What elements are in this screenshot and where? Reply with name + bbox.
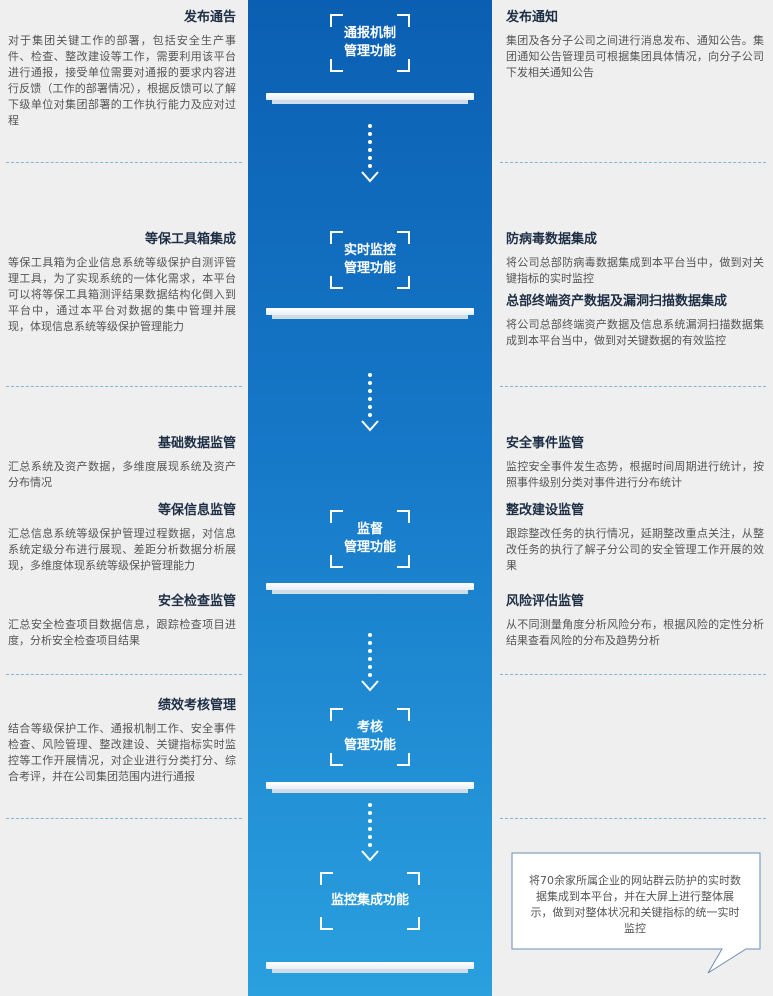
section-title: 基础数据监管 xyxy=(157,436,236,451)
section-title: 安全事件监管 xyxy=(506,436,585,451)
flow-arrow-down-icon xyxy=(356,633,384,697)
flow-arrow-down-icon xyxy=(356,373,384,437)
platform-bar xyxy=(266,93,474,107)
platform-bar xyxy=(266,308,474,322)
section-desc: 将公司总部防病毒数据集成到本平台当中，做到对关键指标的实时监控 xyxy=(506,256,764,285)
section-desc: 监控安全事件发生态势，根据时间周期进行统计，按照事件级别分类对事件进行分布统计 xyxy=(506,460,764,489)
section-title: 发布通告 xyxy=(183,10,236,25)
right-section-risk: 风险评估监管 从不同测量角度分析风险分布，根据风险的定性分析结果查看风险的分布及… xyxy=(506,593,764,649)
section-desc: 汇总安全检查项目数据信息，跟踪检查项目进度，分析安全检查项目结果 xyxy=(8,618,236,647)
hub-label-line2: 管理功能 xyxy=(343,738,396,753)
platform-bar xyxy=(266,583,474,597)
hub-label-line1: 监控集成功能 xyxy=(330,893,409,908)
section-desc: 跟踪整改任务的执行情况，延期整改重点关注，从整改任务的执行了解子分公司的安全管理… xyxy=(506,527,764,572)
hub-label-line2: 管理功能 xyxy=(343,44,396,59)
flow-arrow-down-icon xyxy=(356,124,384,188)
section-title: 总部终端资产数据及漏洞扫描数据集成 xyxy=(506,294,728,309)
callout-text: 将70余家所属企业的网站群云防护的实时数据集成到本平台，并在大屏上进行整体展示，… xyxy=(529,874,741,935)
hub-label-line2: 管理功能 xyxy=(343,540,396,555)
section-desc: 从不同测量角度分析风险分布，根据风险的定性分析结果查看风险的分布及趋势分析 xyxy=(506,618,764,647)
section-desc: 集团及各分子公司之间进行消息发布、通知公告。集团通知公告管理员可根据集团具体情况… xyxy=(506,34,764,79)
right-column-background xyxy=(492,0,773,996)
section-desc: 汇总系统及资产数据，多维度展现系统及资产分布情况 xyxy=(8,460,236,489)
section-title: 风险评估监管 xyxy=(506,594,585,609)
left-section-performance: 绩效考核管理 结合等级保护工作、通报机制工作、安全事件检查、风险管理、整改建设、… xyxy=(8,697,236,785)
right-section-antivirus: 防病毒数据集成 将公司总部防病毒数据集成到本平台当中，做到对关键指标的实时监控 xyxy=(506,231,764,287)
separator-line xyxy=(500,386,766,387)
section-title: 发布通知 xyxy=(506,10,559,25)
section-title: 安全检查监管 xyxy=(157,594,236,609)
right-section-rectification: 整改建设监管 跟踪整改任务的执行情况，延期整改重点关注，从整改任务的执行了解子分… xyxy=(506,502,764,574)
section-title: 等保工具箱集成 xyxy=(144,232,236,247)
separator-line xyxy=(6,162,242,163)
callout-box: 将70余家所属企业的网站群云防护的实时数据集成到本平台，并在大屏上进行整体展示，… xyxy=(508,851,762,975)
separator-line xyxy=(500,674,766,675)
platform-bar xyxy=(266,782,474,796)
section-title: 整改建设监管 xyxy=(506,503,585,518)
separator-line xyxy=(6,818,242,819)
section-desc: 结合等级保护工作、通报机制工作、安全事件检查、风险管理、整改建设、关键指标实时监… xyxy=(8,722,236,783)
separator-line xyxy=(6,386,242,387)
separator-line xyxy=(500,818,766,819)
left-section-grade-info: 等保信息监管 汇总信息系统等级保护管理过程数据，对信息系统定级分布进行展现、差距… xyxy=(8,502,236,574)
left-column-background xyxy=(0,0,248,996)
hub-label-line2: 管理功能 xyxy=(343,261,396,276)
left-section-security-check: 安全检查监管 汇总安全检查项目数据信息，跟踪检查项目进度，分析安全检查项目结果 xyxy=(8,593,236,649)
section-title: 等保信息监管 xyxy=(157,503,236,518)
section-desc: 等保工具箱为企业信息系统等级保护自测评管理工具，为了实现系统的一体化需求，本平台… xyxy=(8,256,236,333)
section-desc: 对于集团关键工作的部署，包括安全生产事件、检查、整改建设等工作，需要利用该平台进… xyxy=(8,34,236,127)
hub-monitoring-integration: 监控集成功能 xyxy=(320,872,420,930)
hub-label-line1: 监督 xyxy=(356,522,383,537)
left-section-basic-data: 基础数据监管 汇总系统及资产数据，多维度展现系统及资产分布情况 xyxy=(8,435,236,491)
hub-assessment: 考核管理功能 xyxy=(330,708,410,766)
separator-line xyxy=(500,162,766,163)
separator-line xyxy=(6,674,242,675)
right-section-notice: 发布通知 集团及各分子公司之间进行消息发布、通知公告。集团通知公告管理员可根据集… xyxy=(506,9,764,81)
section-desc: 将公司总部终端资产数据及信息系统漏洞扫描数据集成到本平台当中，做到对关键数据的有… xyxy=(506,318,764,347)
right-section-security-events: 安全事件监管 监控安全事件发生态势，根据时间周期进行统计，按照事件级别分类对事件… xyxy=(506,435,764,491)
hub-label-line1: 实时监控 xyxy=(343,243,396,258)
hub-label-line1: 考核 xyxy=(356,720,383,735)
left-section-announcement: 发布通告 对于集团关键工作的部署，包括安全生产事件、检查、整改建设等工作，需要利… xyxy=(8,9,236,129)
section-desc: 汇总信息系统等级保护管理过程数据，对信息系统定级分布进行展现、差距分析数据分析展… xyxy=(8,527,236,572)
left-section-toolbox: 等保工具箱集成 等保工具箱为企业信息系统等级保护自测评管理工具，为了实现系统的一… xyxy=(8,231,236,335)
hub-notification-mechanism: 通报机制管理功能 xyxy=(330,14,410,72)
section-title: 绩效考核管理 xyxy=(157,698,236,713)
platform-bar xyxy=(266,962,474,976)
right-section-terminal-assets: 总部终端资产数据及漏洞扫描数据集成 将公司总部终端资产数据及信息系统漏洞扫描数据… xyxy=(506,293,764,349)
section-title: 防病毒数据集成 xyxy=(506,232,598,247)
hub-label-line1: 通报机制 xyxy=(343,26,396,41)
flow-arrow-down-icon xyxy=(356,803,384,867)
hub-realtime-monitoring: 实时监控管理功能 xyxy=(330,231,410,289)
hub-supervision: 监督管理功能 xyxy=(330,510,410,568)
